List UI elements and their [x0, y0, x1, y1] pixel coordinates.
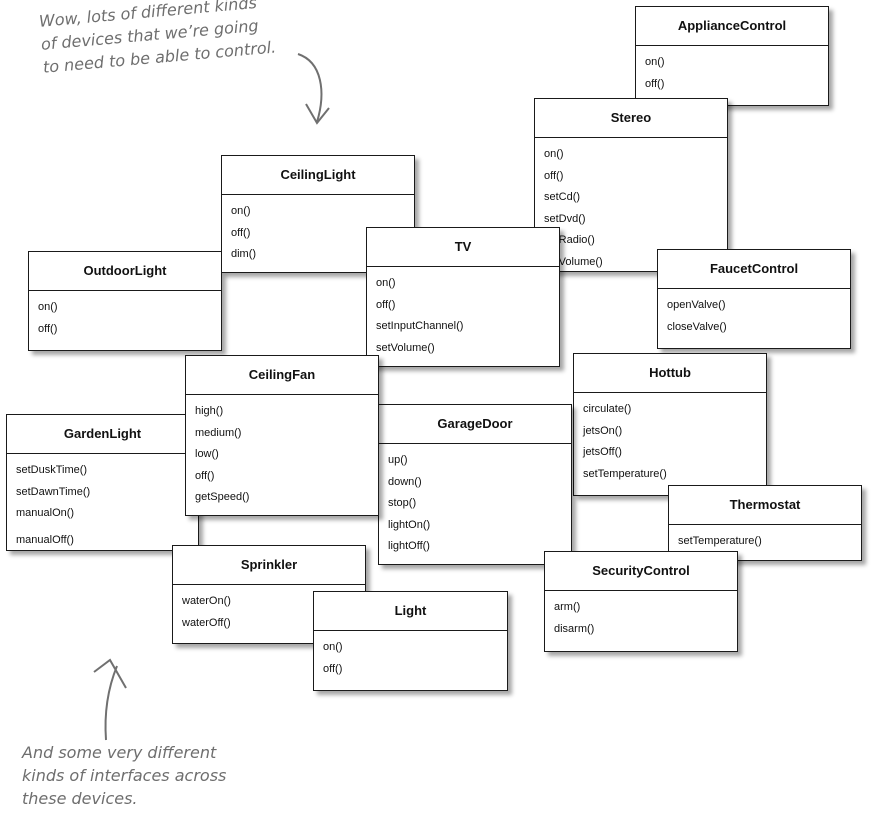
class-name: GarageDoor [379, 405, 571, 444]
method: lightOn() [388, 518, 431, 531]
method: off() [231, 226, 251, 239]
top-note-arrowhead [305, 103, 330, 125]
class-name: CeilingFan [186, 356, 378, 395]
method: down() [388, 475, 422, 488]
method: off() [195, 469, 215, 482]
method: disarm() [554, 622, 595, 635]
bottom-note-line: these devices. [22, 789, 138, 808]
method: up() [388, 454, 408, 466]
method: setInputChannel() [376, 320, 464, 332]
method: setDawnTime() [16, 485, 91, 498]
class-name: FaucetControl [658, 250, 850, 289]
method: arm() [554, 601, 581, 613]
class-name: Sprinkler [173, 546, 365, 585]
method: waterOff() [182, 616, 231, 629]
class-box-thermostat: Thermostat setTemperature() [668, 485, 862, 561]
bottom-note-line: And some very different [22, 743, 217, 762]
method: jetsOff() [583, 446, 622, 458]
method: on() [231, 205, 251, 217]
method: on() [323, 641, 343, 653]
class-box-tv: TV on() off() setInputChannel() setVolum… [366, 227, 560, 367]
method: openValve() [667, 299, 726, 311]
method: dim() [231, 248, 257, 260]
method: waterOn() [182, 595, 231, 607]
method: circulate() [583, 403, 632, 415]
method: closeValve() [667, 320, 727, 333]
class-box-appliancecontrol: ApplianceControl on() off() [635, 6, 829, 106]
class-name: TV [367, 228, 559, 267]
class-name: ApplianceControl [636, 7, 828, 46]
class-name: OutdoorLight [29, 252, 221, 291]
class-box-stereo: Stereo on() off() setCd() setDvd() setRa… [534, 98, 728, 272]
class-name: Stereo [535, 99, 727, 138]
method: manualOn() [16, 507, 75, 519]
method: jetsOn() [583, 424, 623, 437]
method: setTemperature() [583, 467, 667, 480]
method: lightOff() [388, 540, 430, 552]
bottom-note: And some very different kinds of interfa… [22, 741, 226, 810]
bottom-note-arrowhead [93, 658, 127, 689]
class-name: Hottub [574, 354, 766, 393]
method: off() [544, 169, 564, 182]
method: off() [323, 662, 343, 675]
class-box-ceilingfan: CeilingFan high() medium() low() off() g… [185, 355, 379, 516]
method: on() [38, 301, 58, 313]
class-box-gardenlight: GardenLight setDuskTime() setDawnTime() … [6, 414, 199, 551]
class-box-ceilinglight: CeilingLight on() off() dim() [221, 155, 415, 273]
method: off() [376, 298, 396, 311]
bottom-note-arrow [104, 665, 118, 741]
top-note-arrow [297, 53, 323, 123]
method: stop() [388, 497, 417, 509]
method: off() [645, 77, 665, 90]
class-name: Light [314, 592, 507, 631]
class-name: SecurityControl [545, 552, 737, 591]
class-name: CeilingLight [222, 156, 414, 195]
method: setDuskTime() [16, 464, 88, 476]
method: setTemperature() [678, 535, 762, 547]
method: on() [544, 148, 564, 160]
method: setCd() [544, 191, 581, 203]
method: setVolume() [376, 341, 435, 354]
method: on() [376, 277, 396, 289]
class-box-outdoorlight: OutdoorLight on() off() [28, 251, 222, 351]
method: off() [38, 322, 58, 335]
method: on() [645, 56, 665, 68]
method: getSpeed() [195, 491, 250, 503]
method: low() [195, 448, 219, 460]
method: setDvd() [544, 212, 586, 225]
class-box-light: Light on() off() [313, 591, 508, 691]
class-box-hottub: Hottub circulate() jetsOn() jetsOff() se… [573, 353, 767, 496]
class-name: Thermostat [669, 486, 861, 525]
class-box-securitycontrol: SecurityControl arm() disarm() [544, 551, 738, 652]
class-box-garagedoor: GarageDoor up() down() stop() lightOn() … [378, 404, 572, 565]
method: manualOff() [16, 533, 74, 546]
method: medium() [195, 426, 242, 439]
bottom-note-line: kinds of interfaces across [22, 766, 227, 785]
method: high() [195, 405, 224, 417]
class-box-faucetcontrol: FaucetControl openValve() closeValve() [657, 249, 851, 349]
class-name: GardenLight [7, 415, 198, 454]
